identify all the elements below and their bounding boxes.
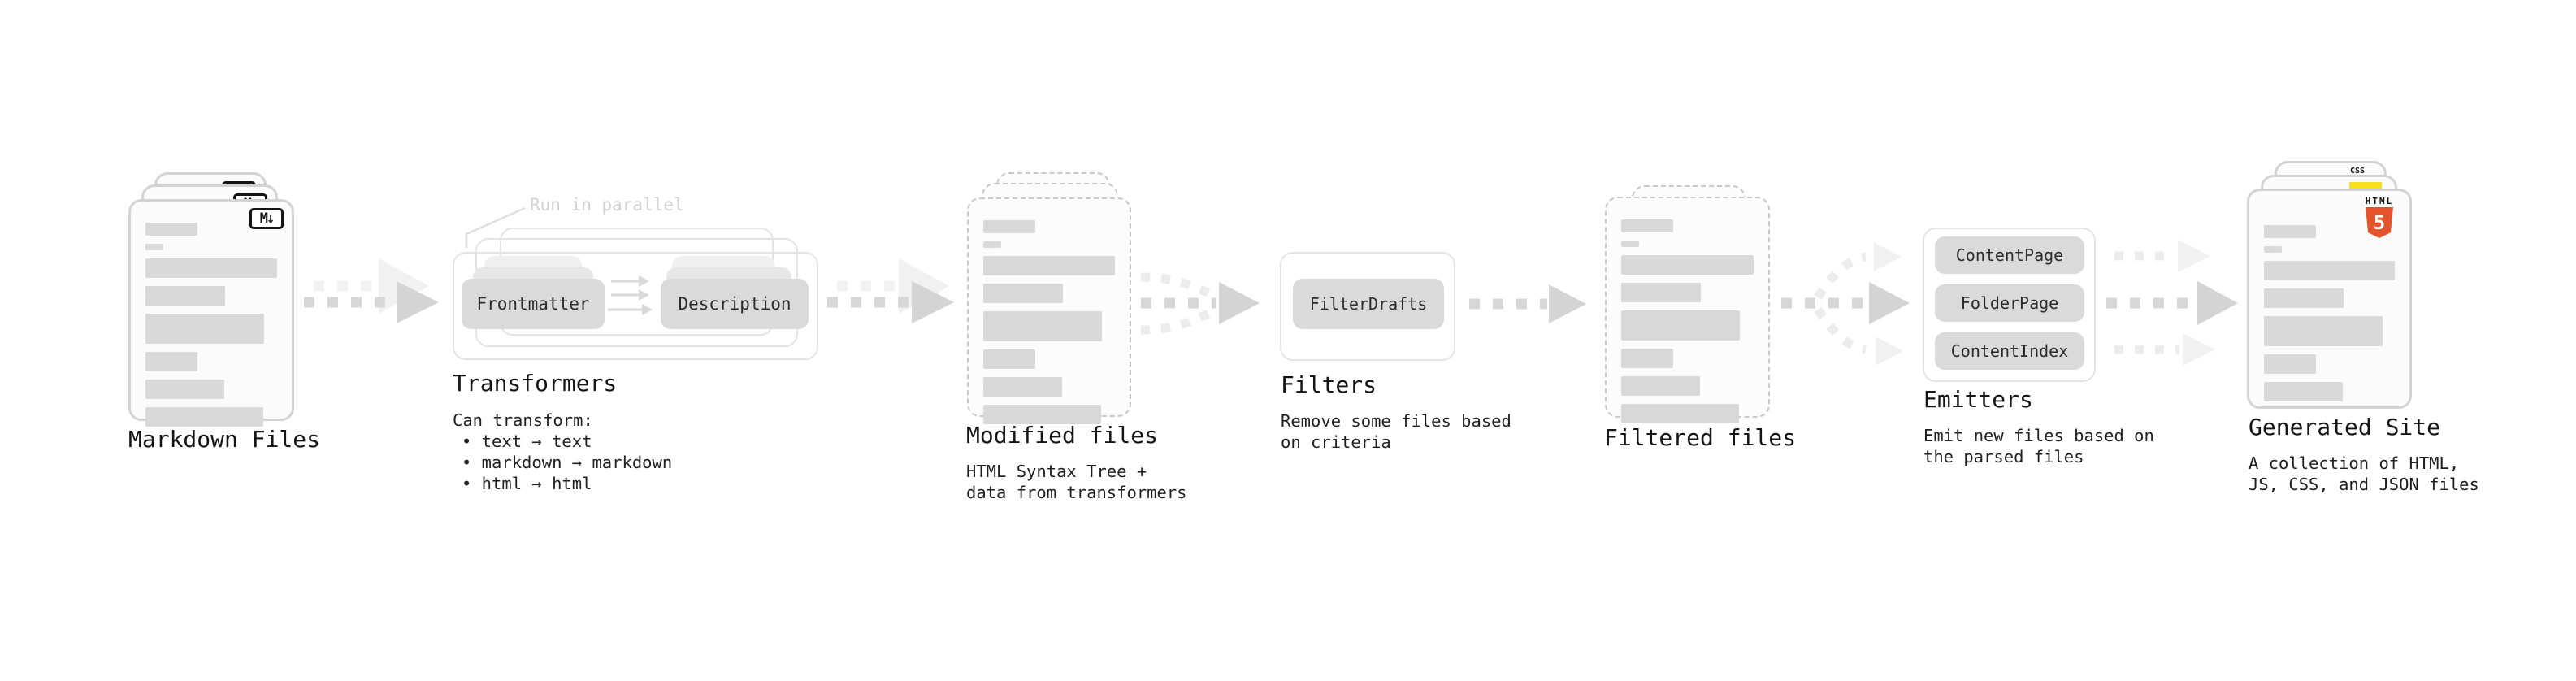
skeleton-text-lines (2264, 225, 2395, 401)
arrow-transformers-to-modified (827, 258, 954, 323)
stage-label-transformers: Transformers (453, 370, 618, 397)
skeleton-text-lines (145, 223, 277, 427)
skeleton-text-lines (983, 220, 1115, 424)
arrow-filters-to-filtered (1469, 284, 1586, 323)
html5-badge-word: HTML (2365, 196, 2394, 206)
run-in-parallel-connector-line (465, 206, 526, 248)
arrow-markdown-to-transformers (304, 258, 439, 323)
arrow-filtered-to-emitters (1781, 242, 1910, 366)
skeleton-text-lines (1621, 219, 1754, 423)
desc-line: Remove some files based (1281, 411, 1511, 431)
modified-file-card-front (967, 197, 1131, 424)
emitters-group-box (1923, 228, 2096, 382)
stage-label-emitters: Emitters (1923, 386, 2033, 413)
transformer-pill-frontmatter: Frontmatter (462, 279, 605, 329)
css-badge-word: CSS (2349, 167, 2366, 176)
transformer-pill-description: Description (661, 279, 809, 329)
desc-line: data from transformers (966, 483, 1187, 502)
emitter-pill-contentpage: ContentPage (1935, 236, 2084, 274)
filters-group-box (1280, 252, 1455, 361)
stage-label-filters: Filters (1281, 371, 1377, 398)
stage-label-modified-files: Modified files (966, 422, 1159, 449)
desc-line: JS, CSS, and JSON files (2249, 475, 2479, 494)
generated-file-card-html: HTML 5 (2247, 189, 2412, 409)
stage-label-generated-site: Generated Site (2249, 414, 2441, 440)
transformer-group-box-front (453, 252, 818, 360)
stage-desc-filters: Remove some files based on criteria (1281, 410, 1511, 453)
filter-pill-filterdrafts: FilterDrafts (1293, 279, 1444, 329)
emitter-pill-folderpage: FolderPage (1935, 284, 2084, 322)
filtered-file-card-front (1605, 197, 1770, 423)
arrow-emitters-to-generated (2106, 240, 2238, 366)
run-in-parallel-annotation: Run in parallel (530, 195, 684, 215)
desc-line: the parsed files (1923, 447, 2084, 466)
desc-line: A collection of HTML, (2249, 453, 2460, 473)
desc-line: • markdown → markdown (462, 453, 673, 472)
desc-line: HTML Syntax Tree + (966, 462, 1147, 481)
desc-line: • html → html (462, 474, 592, 493)
stage-desc-transformers: Can transform: • text → text • markdown … (453, 410, 672, 494)
stage-desc-modified-files: HTML Syntax Tree + data from transformer… (966, 461, 1187, 503)
arrow-modified-to-filters (1140, 272, 1260, 335)
stage-desc-emitters: Emit new files based on the parsed files (1923, 425, 2154, 467)
desc-line: Can transform: (453, 410, 593, 430)
html5-badge-shield: 5 (2366, 207, 2393, 238)
emitter-pill-contentindex: ContentIndex (1935, 332, 2084, 370)
desc-line: • text → text (462, 432, 592, 451)
markdown-file-card-front: M↓ (128, 199, 294, 427)
markdown-icon: M↓ (249, 208, 284, 229)
stage-label-filtered-files: Filtered files (1604, 424, 1797, 451)
html5-file-icon: HTML 5 (2359, 196, 2400, 238)
stage-label-markdown-files: Markdown Files (128, 426, 321, 453)
desc-line: on criteria (1281, 432, 1391, 452)
stage-desc-generated-site: A collection of HTML, JS, CSS, and JSON … (2249, 453, 2479, 495)
arrow-frontmatter-to-description (608, 275, 653, 315)
desc-line: Emit new files based on (1923, 426, 2154, 445)
